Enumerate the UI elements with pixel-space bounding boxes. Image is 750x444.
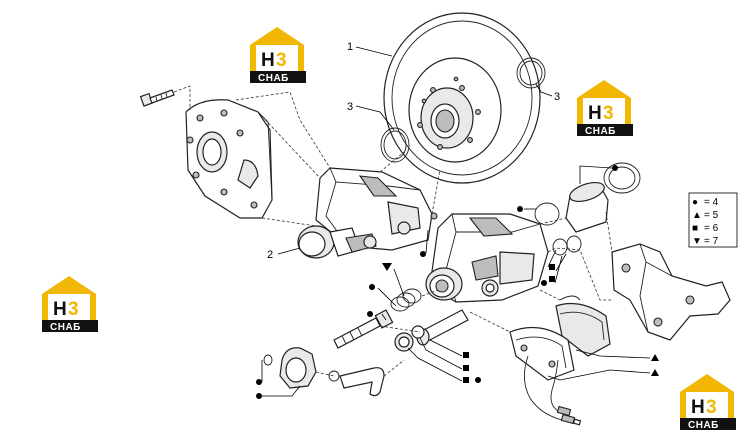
snap-ring-left [380,127,410,163]
guide-pin-long [333,309,394,349]
brake-pad-outer [555,303,611,357]
svg-text:H: H [588,103,602,124]
brand-logo: H 3 СНАБ [42,276,98,333]
brand-logo: H 3 СНАБ [250,27,306,84]
brake-pad-inner [509,326,575,381]
svg-text:3: 3 [276,50,287,71]
svg-text:H: H [691,397,705,418]
piston-seal [534,202,560,226]
brand-logo: H 3 СНАБ [680,374,736,431]
legend-triangle-down: ▼ [692,236,702,247]
spring [390,288,422,312]
symbol-legend: ● = 4 ▲ = 5 ■ = 6 ▼ = 7 [688,192,738,248]
callout-leaders [261,46,651,397]
legend-triangle-up-value: = 5 [704,210,719,221]
brake-caliper-left [297,167,438,259]
svg-text:СНАБ: СНАБ [585,126,616,137]
legend-circle-value: = 4 [704,197,719,208]
callout-1: 1 [347,41,353,53]
brand-logo: H 3 СНАБ [577,80,633,137]
wear-sensor-wires [524,295,582,426]
small-ring-pair [552,235,582,256]
bleed-cap [279,347,317,389]
brake-disc [383,12,541,184]
svg-text:3: 3 [68,299,79,320]
piston-boot [603,162,641,194]
legend-triangle-up: ▲ [692,210,702,221]
mounting-bolt [139,89,175,107]
small-o-ring [263,354,273,366]
svg-text:H: H [53,299,67,320]
legend-triangle-down-value: = 7 [704,236,719,247]
callout-3-left: 3 [347,101,353,113]
svg-text:3: 3 [603,103,614,124]
svg-text:СНАБ: СНАБ [258,73,289,84]
snap-ring-right [516,57,546,89]
svg-text:H: H [261,50,275,71]
svg-text:СНАБ: СНАБ [50,322,81,333]
legend-square-value: = 6 [704,223,719,234]
assembly-lines [173,85,613,377]
piston [565,181,609,233]
svg-text:СНАБ: СНАБ [688,420,719,431]
callout-3-right: 3 [554,91,560,103]
svg-text:3: 3 [706,397,717,418]
legend-square: ■ [692,223,698,234]
legend-circle: ● [692,197,698,208]
guide-pin-short [416,309,469,346]
brake-caliper-right [425,213,549,303]
hose-fitting [328,367,385,397]
symbol-markers [256,165,659,399]
bushing [394,325,425,352]
caliper-carrier-bracket [611,243,731,341]
caliper-mounting-bracket [185,99,273,219]
callout-2: 2 [267,249,273,261]
